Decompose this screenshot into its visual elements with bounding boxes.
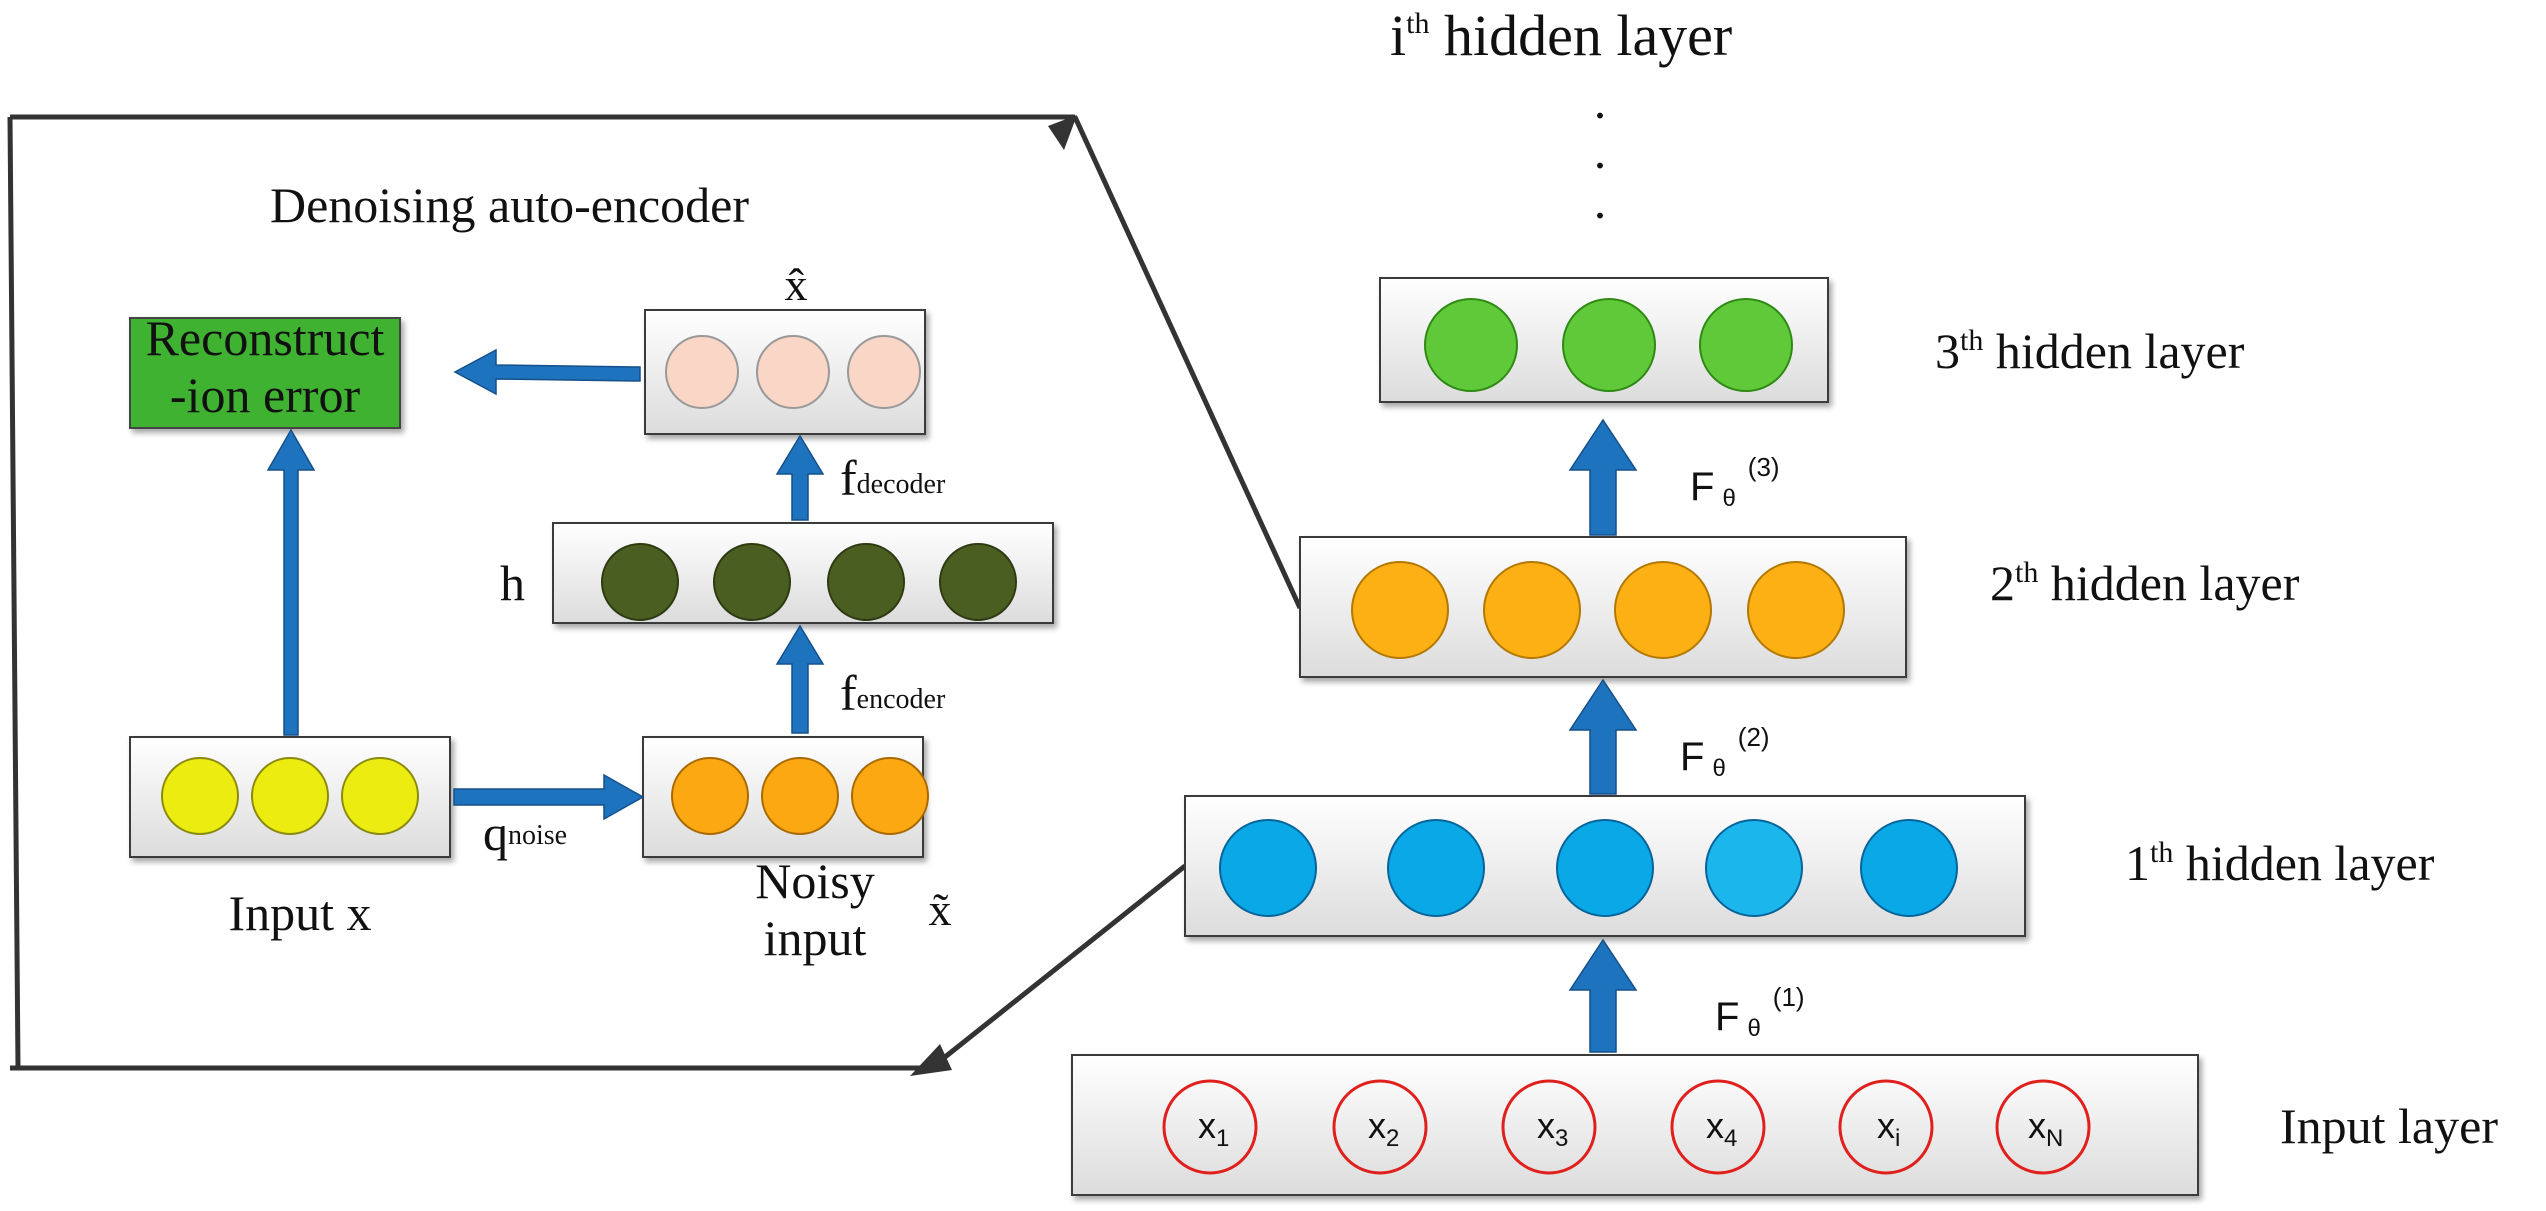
xhat-label: x̂ xyxy=(785,259,808,310)
arrow-fencoder xyxy=(775,624,825,734)
hidden-layer-1-node xyxy=(1387,819,1485,917)
input-layer-node xyxy=(1670,1079,1766,1175)
ellipsis-dot: . xyxy=(1594,73,1607,129)
reconstruction-node xyxy=(756,335,830,409)
reconstruction-error-box: Reconstruct -ion error xyxy=(129,310,401,429)
hidden-layer-2-node xyxy=(1747,561,1845,659)
input-layer-node xyxy=(1995,1079,2091,1175)
input-x-label: Input x xyxy=(228,885,371,941)
hidden-layer-1-node xyxy=(1860,819,1958,917)
hidden-layer-1-node xyxy=(1219,819,1317,917)
noisy-input-label-line2: input xyxy=(764,910,867,966)
input-node-label: x4 xyxy=(1706,1105,1737,1152)
hidden-layer-2-node xyxy=(1351,561,1449,659)
input-layer-nodes xyxy=(1162,1079,2091,1175)
hidden-layer-2-node xyxy=(1614,561,1712,659)
input-layer-box xyxy=(1071,1054,2199,1196)
hidden-layer-3-node xyxy=(1424,298,1518,392)
stack-arrows xyxy=(1568,418,1638,1053)
ith-hidden-layer-label: ith hidden layer xyxy=(1390,3,1732,68)
arrow-fdecoder xyxy=(775,434,825,521)
arrow-hidden2-to-hidden3 xyxy=(1568,418,1638,536)
hidden-h-node xyxy=(713,543,791,621)
hidden-layer-1-node xyxy=(1705,819,1803,917)
hidden-layer-3-node xyxy=(1699,298,1793,392)
reconstruction-error-line1: Reconstruct xyxy=(146,310,385,366)
arrow-hidden1-to-hidden2 xyxy=(1568,678,1638,795)
hidden-h-node xyxy=(827,543,905,621)
h-label: h xyxy=(500,555,525,611)
reconstruction-node xyxy=(665,335,739,409)
input-x-node xyxy=(251,757,329,835)
input-layer-label: Input layer xyxy=(2280,1098,2498,1154)
hidden-layer-3-node xyxy=(1562,298,1656,392)
input-layer-node xyxy=(1162,1079,1258,1175)
reconstruction-nodes xyxy=(665,335,921,409)
noisy-input-node xyxy=(671,757,749,835)
dae-arrows xyxy=(266,348,825,821)
input-node-label: x1 xyxy=(1198,1105,1229,1152)
ellipsis-dot: . xyxy=(1594,123,1607,179)
arrow-input-to-error xyxy=(266,428,316,736)
hidden-layer-2-nodes xyxy=(1351,561,1845,659)
hidden-layer-2-node xyxy=(1483,561,1581,659)
arrow-input-to-hidden1 xyxy=(1568,938,1638,1053)
input-layer-node xyxy=(1332,1079,1428,1175)
arrow-to-error xyxy=(453,348,641,396)
noisy-input-node xyxy=(851,757,929,835)
frame-arrowhead-top xyxy=(1048,115,1077,150)
arrow-qnoise xyxy=(453,773,645,821)
frame-arrowhead-bottom xyxy=(910,1044,952,1076)
ellipsis-dot: . xyxy=(1594,173,1607,229)
dae-frame xyxy=(7,114,1303,1071)
input-node-label: xN xyxy=(2028,1105,2063,1152)
reconstruction-node xyxy=(847,335,921,409)
noisy-input-node xyxy=(761,757,839,835)
hidden-layer-1-node xyxy=(1556,819,1654,917)
hidden-layer-2-label: 2th hidden layer xyxy=(1990,555,2300,611)
noisy-input-label-line1: Noisy xyxy=(755,853,874,909)
hidden-layer-1-nodes xyxy=(1219,819,1958,917)
hidden-h-node xyxy=(601,543,679,621)
hidden-layer-1-label: 1th hidden layer xyxy=(2125,835,2435,891)
input-node-label: xi xyxy=(1877,1105,1900,1152)
xtilde-label: x̃ xyxy=(929,884,952,935)
hidden-h-node xyxy=(939,543,1017,621)
input-layer-node xyxy=(1838,1079,1934,1175)
input-layer-node-labels: x1 x2 x3 x4 xi xN xyxy=(1198,1105,2063,1152)
input-x-node xyxy=(341,757,419,835)
input-x-nodes xyxy=(161,757,419,835)
f-decoder-label: fdecoder xyxy=(840,450,946,506)
hidden-layer-3-label: 3th hidden layer xyxy=(1935,323,2245,379)
input-node-label: x2 xyxy=(1368,1105,1399,1152)
hidden-h-nodes xyxy=(601,543,1017,621)
noisy-input-nodes xyxy=(671,757,929,835)
reconstruction-error-line2: -ion error xyxy=(170,367,361,423)
f-encoder-label: fencoder xyxy=(840,665,946,721)
hidden-layer-3-nodes xyxy=(1424,298,1793,392)
input-layer-node xyxy=(1501,1079,1597,1175)
dae-title: Denoising auto-encoder xyxy=(270,177,749,233)
input-x-node xyxy=(161,757,239,835)
q-noise-label: qnoise xyxy=(483,805,567,861)
input-node-label: x3 xyxy=(1537,1105,1568,1152)
